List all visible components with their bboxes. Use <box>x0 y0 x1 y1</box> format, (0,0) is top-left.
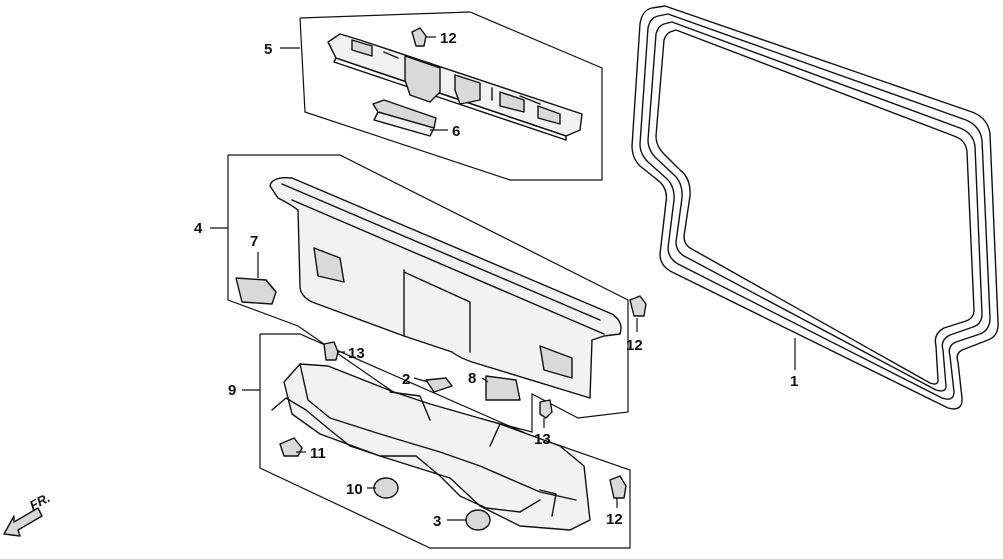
clip-12-bottom <box>609 475 627 499</box>
callout-13-left: 13 <box>348 345 365 362</box>
cover-7 <box>235 277 277 305</box>
callout-3: 3 <box>433 513 441 530</box>
group-4-frame <box>227 154 629 433</box>
callout-13-right: 13 <box>534 431 551 448</box>
lining-board <box>269 176 622 399</box>
callout-9: 9 <box>228 382 236 399</box>
clip-2 <box>425 377 453 393</box>
callout-8: 8 <box>468 370 476 387</box>
callout-10: 10 <box>346 481 363 498</box>
grommet-10 <box>373 477 399 499</box>
callout-5: 5 <box>264 41 272 58</box>
callout-11: 11 <box>310 445 326 462</box>
small-cover-6 <box>372 99 437 137</box>
group-9-frame <box>259 333 631 549</box>
weatherstrip-seal <box>631 5 999 410</box>
leader-lines <box>210 36 796 521</box>
callout-12-bottom: 12 <box>606 511 623 528</box>
grommet-3 <box>465 509 491 531</box>
callout-12-right: 12 <box>626 337 643 354</box>
callout-6: 6 <box>452 123 460 140</box>
callout-7: 7 <box>250 233 258 250</box>
callout-1: 1 <box>790 373 798 390</box>
direction-label: FR. <box>27 490 53 513</box>
wire-harness <box>271 397 541 513</box>
clip-13-left <box>323 341 339 361</box>
clip-12-right <box>629 295 647 317</box>
callout-2: 2 <box>402 371 410 388</box>
cap-11 <box>279 437 303 457</box>
callout-4: 4 <box>194 220 203 237</box>
clip-13-right <box>539 399 553 419</box>
group-5-frame <box>299 11 603 181</box>
upper-garnish <box>327 33 583 141</box>
front-arrow-icon <box>3 507 43 537</box>
callout-12-top: 12 <box>440 30 457 47</box>
cover-8 <box>485 375 521 401</box>
clip-12-top <box>411 27 427 47</box>
